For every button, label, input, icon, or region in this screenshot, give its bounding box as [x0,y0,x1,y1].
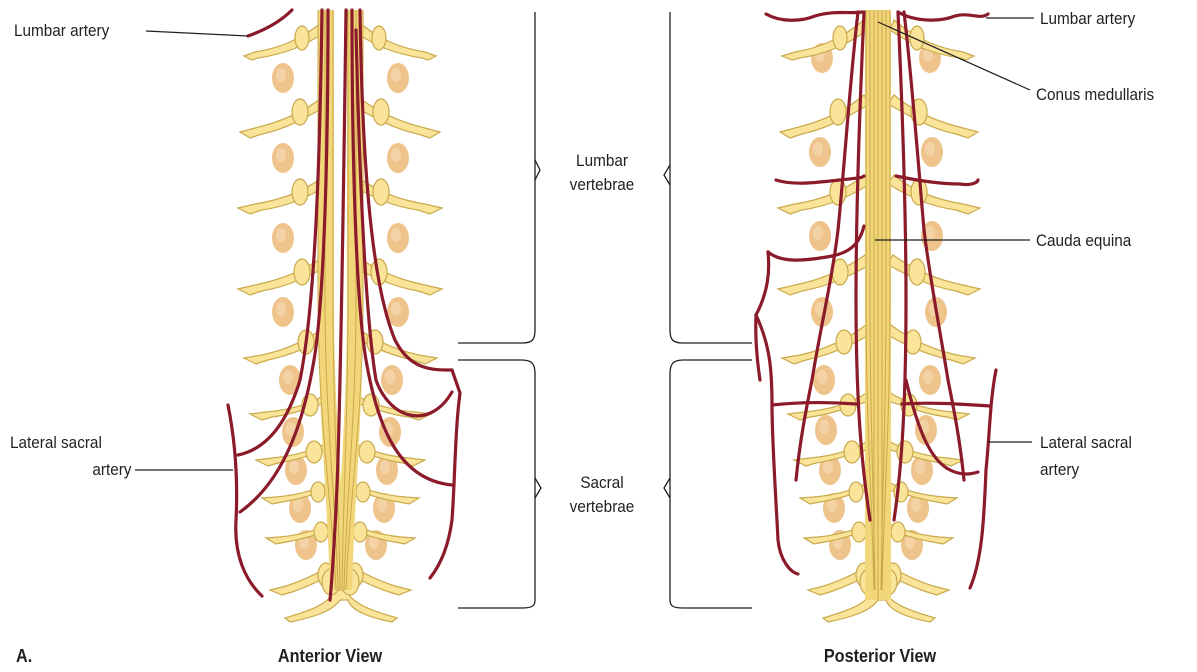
figure-letter: A. [16,645,32,667]
sacral-vertebrae-label-line1: Sacral [553,472,650,494]
cauda-equina-label: Cauda equina [1036,230,1131,252]
anterior-lateral-sacral-artery-label-line2: artery [92,459,131,481]
posterior-lateral-sacral-artery-label-line1: Lateral sacral [1040,432,1132,454]
posterior-view-diagram [756,10,996,622]
posterior-lateral-sacral-artery-label-line2: artery [1040,459,1079,481]
anterior-view-diagram [228,10,460,622]
region-braces [458,12,752,608]
anterior-view-title: Anterior View [249,645,411,667]
conus-medullaris-label: Conus medullaris [1036,84,1154,106]
lumbar-vertebrae-label-line1: Lumbar [553,150,650,172]
lumbar-vertebrae-label-line2: vertebrae [553,174,650,196]
anterior-lumbar-artery-label: Lumbar artery [14,20,109,42]
sacral-brace-anterior [458,360,535,608]
sacral-brace-posterior-point [664,478,670,498]
sacral-brace-posterior [670,360,752,608]
lumbar-brace-posterior-point [664,165,670,185]
sacral-brace-anterior-point [535,478,541,498]
sacral-vertebrae-label-line2: vertebrae [553,496,650,518]
leader-anterior-lumbar-artery [146,31,248,36]
lumbar-brace-anterior-point [535,160,540,180]
anterior-lateral-sacral-artery-label-line1: Lateral sacral [10,432,102,454]
posterior-view-title: Posterior View [790,645,970,667]
posterior-lumbar-artery-label: Lumbar artery [1040,8,1135,30]
lumbar-brace-posterior [670,12,752,343]
lumbar-brace-anterior [458,12,535,343]
